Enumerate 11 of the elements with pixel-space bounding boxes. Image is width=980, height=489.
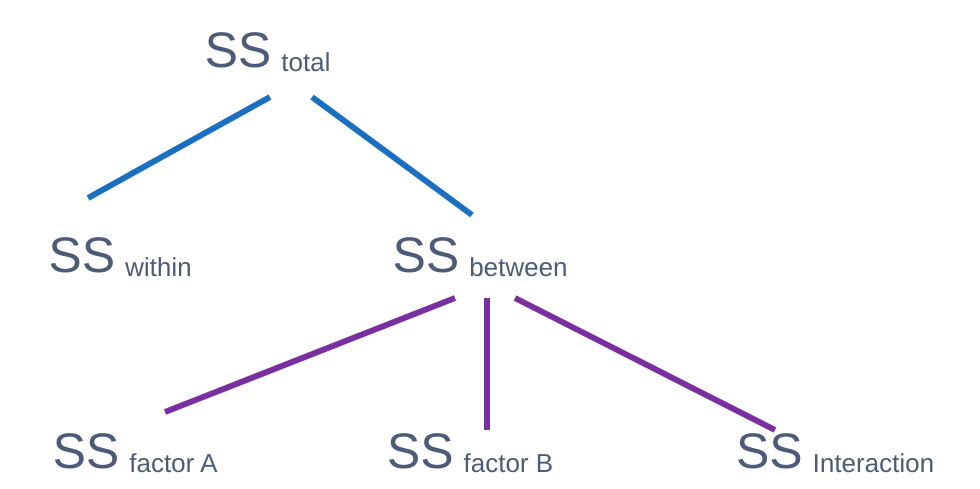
sum-of-squares-label: SS$_{within}$ <box>48 226 192 285</box>
tree-branch-line <box>484 298 490 430</box>
sum-of-squares-label: SS$_{between}$ <box>392 226 568 285</box>
tree-branch-line <box>514 295 776 433</box>
sum-of-squares-label: SS$_{factor A}$ <box>52 428 218 481</box>
sum-of-squares-label: SS$_{total}$ <box>204 21 330 80</box>
tree-branch-line <box>310 94 474 218</box>
tree-branch-line <box>164 295 456 415</box>
tree-branch-line <box>86 94 272 201</box>
sum-of-squares-label: SS$_{Interaction}$ <box>736 428 934 481</box>
sum-of-squares-label: SS$_{factor B}$ <box>386 428 554 481</box>
